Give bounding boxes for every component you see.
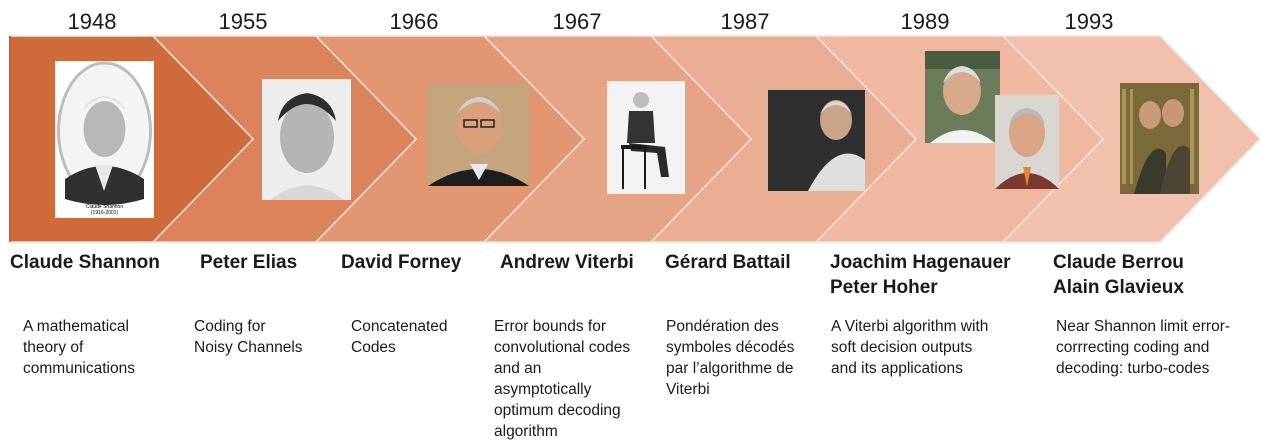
photo-gerard-battail	[768, 90, 865, 191]
name-line: Peter Elias	[200, 252, 298, 273]
desc-line: theory of	[23, 339, 84, 356]
year-1966: 1966	[389, 9, 439, 34]
photo-david-forney	[428, 84, 529, 186]
desc-line: Codes	[351, 339, 396, 356]
photo-berrou-glavieux	[1120, 83, 1199, 194]
desc-line: par l’algorithme de	[666, 360, 794, 377]
desc-line: decoding: turbo-codes	[1056, 360, 1210, 377]
photo-peter-elias	[262, 79, 351, 200]
desc-line: corrrecting coding and	[1056, 339, 1210, 356]
desc-line: algorithm	[494, 423, 558, 440]
desc-line: and its applications	[831, 360, 963, 377]
desc-hagenauer: A Viterbi algorithm with soft decision o…	[831, 316, 988, 379]
desc-elias: Coding for Noisy Channels	[194, 316, 303, 358]
desc-line: Coding for	[194, 318, 266, 335]
name-gerard-battail: Gérard Battail	[665, 250, 791, 275]
year-1989: 1989	[900, 9, 950, 34]
photo-caption-name: Claude Shannon	[86, 204, 123, 210]
desc-line: symboles décodés	[666, 339, 795, 356]
name-claude-shannon: Claude Shannon	[10, 250, 160, 275]
name-line: Peter Hoher	[830, 277, 938, 298]
name-berrou-glavieux: Claude Berrou Alain Glavieux	[1053, 250, 1184, 300]
desc-line: optimum decoding	[494, 402, 621, 419]
desc-line: soft decision outputs	[831, 339, 973, 356]
name-line: Andrew Viterbi	[500, 252, 634, 273]
desc-line: Concatenated	[351, 318, 448, 335]
desc-line: Viterbi	[666, 381, 710, 398]
desc-forney: Concatenated Codes	[351, 316, 448, 358]
desc-shannon: A mathematical theory of communications	[23, 316, 135, 379]
desc-battail: Pondération des symboles décodés par l’a…	[666, 316, 794, 400]
name-david-forney: David Forney	[341, 250, 461, 275]
year-1948: 1948	[67, 9, 117, 34]
year-1955: 1955	[218, 9, 268, 34]
desc-line: convolutional codes	[494, 339, 631, 356]
desc-berrou: Near Shannon limit error- corrrecting co…	[1056, 316, 1230, 379]
name-line: Gérard Battail	[665, 252, 791, 273]
photo-caption-dates: (1916-2001)	[91, 210, 119, 216]
desc-line: Pondération des	[666, 318, 779, 335]
desc-line: Near Shannon limit error-	[1056, 318, 1231, 335]
desc-viterbi: Error bounds for convolutional codes and…	[494, 316, 630, 442]
photo-peter-hoher	[995, 95, 1059, 189]
desc-line: A Viterbi algorithm with	[831, 318, 989, 335]
name-line: David Forney	[341, 252, 462, 273]
year-1987: 1987	[720, 9, 770, 34]
photo-claude-shannon: Claude Shannon (1916-2001)	[55, 61, 154, 218]
desc-line: communications	[23, 360, 135, 377]
name-hagenauer-hoher: Joachim Hagenauer Peter Hoher	[830, 250, 1011, 300]
desc-line: A mathematical	[23, 318, 129, 335]
name-line: Alain Glavieux	[1053, 277, 1184, 298]
name-line: Joachim Hagenauer	[830, 252, 1011, 273]
photo-joachim-hagenauer	[925, 51, 1000, 143]
name-peter-elias: Peter Elias	[200, 250, 297, 275]
name-line: Claude Shannon	[10, 252, 160, 273]
year-1967: 1967	[552, 9, 602, 34]
desc-line: Noisy Channels	[194, 339, 303, 356]
desc-line: Error bounds for	[494, 318, 606, 335]
photo-andrew-viterbi	[607, 81, 685, 194]
desc-line: asymptotically	[494, 381, 592, 398]
name-line: Claude Berrou	[1053, 252, 1184, 273]
desc-line: and an	[494, 360, 542, 377]
year-1993: 1993	[1064, 9, 1114, 34]
name-andrew-viterbi: Andrew Viterbi	[500, 250, 634, 275]
